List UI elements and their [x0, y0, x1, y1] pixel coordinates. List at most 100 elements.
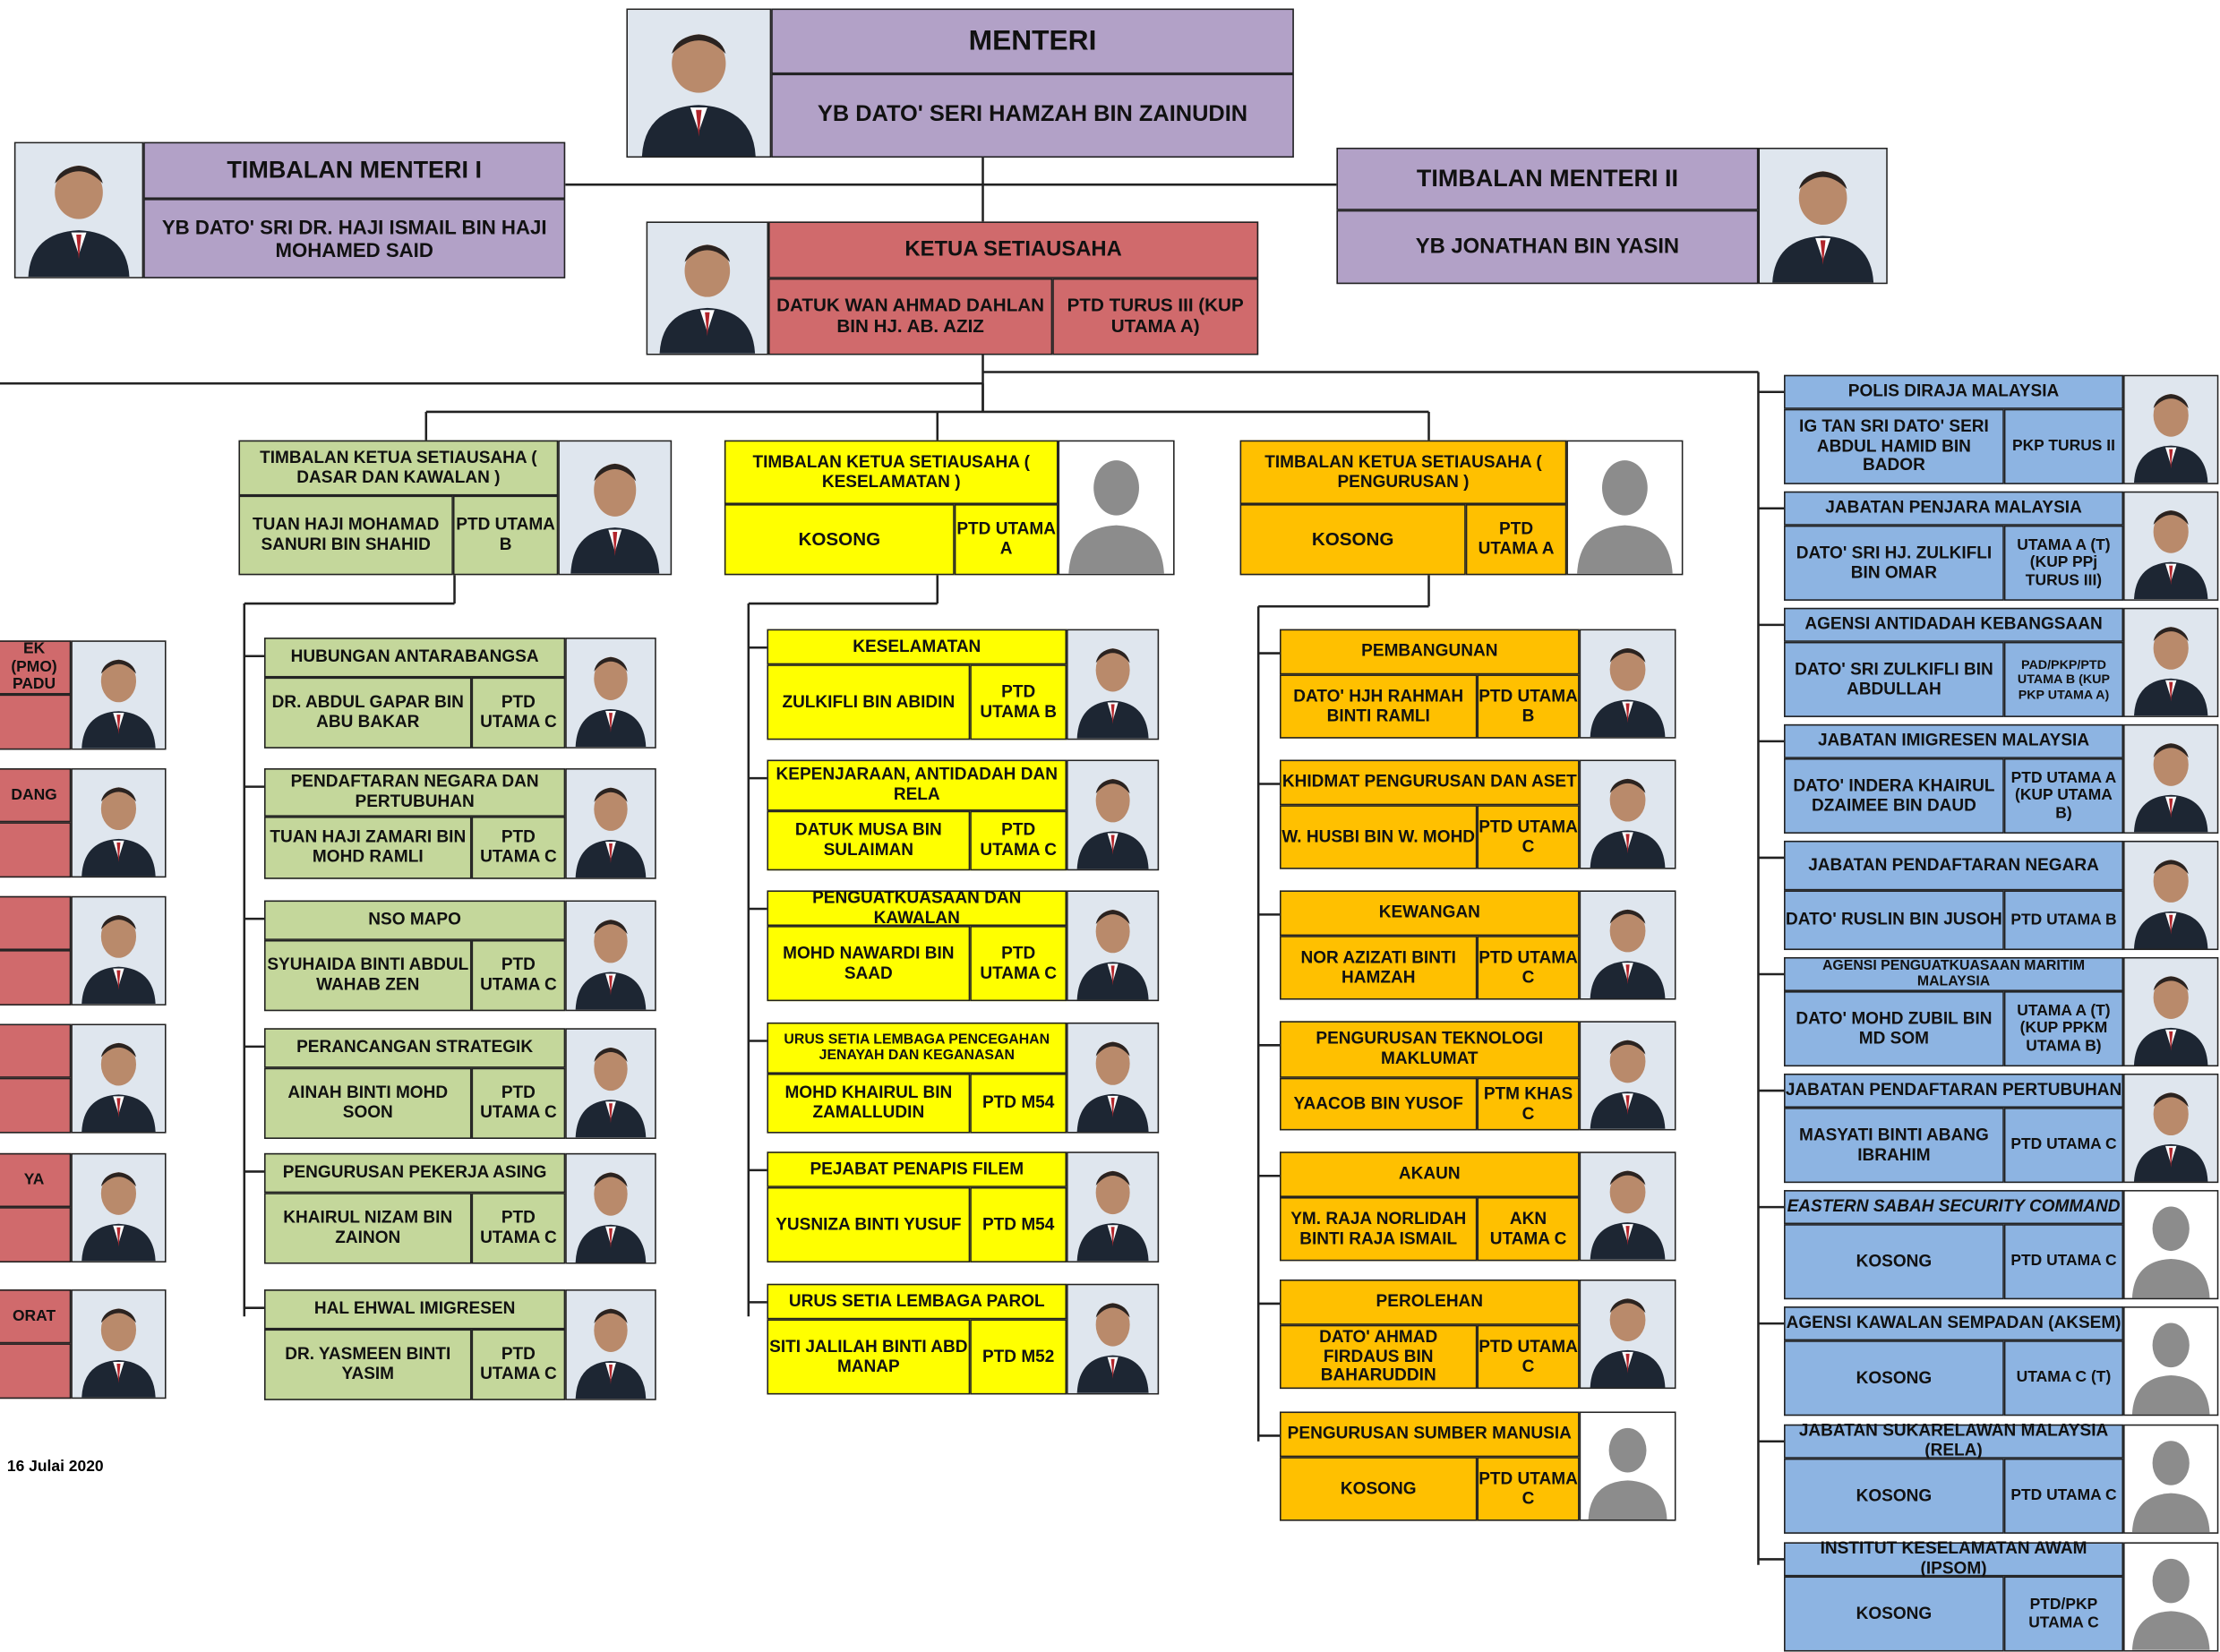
unit-orange-5-grade: AKN UTAMA C [1477, 1196, 1580, 1262]
agency-box-5-name: DATO' RUSLIN BIN JUSOH [1784, 890, 2004, 951]
portrait-photo-icon [2124, 1074, 2217, 1182]
agency-box-11-title: INSTITUT KESELAMATAN AWAM (IPSOM) [1784, 1538, 2124, 1578]
agency-box-7-name: MASYATI BINTI ABANG IBRAHIM [1784, 1108, 2004, 1184]
agency-box-10-title: JABATAN SUKARELAWAN MALAYSIA (RELA) [1784, 1420, 2124, 1459]
left-unit-2-photo [71, 768, 167, 878]
portrait-photo-icon [566, 638, 656, 748]
unit-orange-1-grade: PTD UTAMA B [1477, 674, 1580, 739]
left-unit-1-title: EK (PMO) PADU [0, 640, 72, 695]
unit-yellow-1-photo [1067, 629, 1160, 740]
portrait-photo-icon [72, 1025, 165, 1133]
unit-green-1-grade: PTD UTAMA C [471, 677, 566, 749]
tksu-pengurusan-box-title: TIMBALAN KETUA SETIAUSAHA ( PENGURUSAN ) [1239, 440, 1567, 505]
agency-box-11-name: KOSONG [1784, 1576, 2004, 1652]
unit-yellow-1-grade: PTD UTAMA B [970, 664, 1067, 740]
portrait-photo-icon [559, 441, 671, 574]
agency-box-1-title: POLIS DIRAJA MALAYSIA [1784, 374, 2124, 409]
unit-orange-7-name: KOSONG [1279, 1457, 1478, 1521]
tksu-keselamatan-box-grade: PTD UTAMA A [954, 504, 1059, 576]
unit-yellow-6-name: SITI JALILAH BINTI ABD MANAP [767, 1319, 971, 1395]
unit-green-1-photo [565, 638, 656, 749]
portrait-photo-icon [566, 902, 656, 1010]
unit-orange-2-grade: PTD UTAMA C [1477, 805, 1580, 869]
left-unit-5: YA [0, 1152, 167, 1263]
ksu-box-title: KETUA SETIAUSAHA [768, 221, 1259, 278]
agency-box-4-title: JABATAN IMIGRESEN MALAYSIA [1784, 723, 2124, 758]
tksu-keselamatan-box-photo [1058, 440, 1175, 576]
portrait-photo-icon [2124, 958, 2217, 1066]
left-unit-6-title: ORAT [0, 1289, 72, 1344]
unit-orange-4-photo [1579, 1021, 1676, 1131]
left-unit-3-name [0, 950, 72, 1006]
agency-box-3-title: AGENSI ANTIDADAH KEBANGSAAN [1784, 607, 2124, 642]
deputy-minister-1-box-photo [13, 141, 144, 278]
left-unit-6: ORAT [0, 1289, 167, 1399]
agency-box-9-grade: UTAMA C (T) [2003, 1340, 2124, 1417]
tksu-dasar-box: TIMBALAN KETUA SETIAUSAHA ( DASAR DAN KA… [238, 440, 673, 576]
agency-box-3-name: DATO' SRI ZULKIFLI BIN ABDULLAH [1784, 641, 2004, 717]
portrait-photo-icon [2124, 609, 2217, 716]
left-unit-2-title: DANG [0, 768, 72, 823]
left-unit-4-photo [71, 1023, 167, 1134]
unit-green-2-name: TUAN HAJI ZAMARI BIN MOHD RAMLI [263, 816, 472, 879]
left-unit-5-title: YA [0, 1152, 72, 1208]
tksu-dasar-box-photo [558, 440, 673, 576]
unit-orange-5-name: YM. RAJA NORLIDAH BINTI RAJA ISMAIL [1279, 1196, 1478, 1262]
portrait-photo-icon [15, 143, 142, 278]
unit-orange-6-title: PEROLEHAN [1279, 1279, 1580, 1325]
left-unit-4-title [0, 1023, 72, 1078]
agency-box-8-title: EASTERN SABAH SECURITY COMMAND [1784, 1190, 2124, 1225]
footer-date: 16 Julai 2020 [6, 1458, 104, 1476]
portrait-photo-icon [72, 1154, 165, 1262]
tksu-keselamatan-box-title: TIMBALAN KETUA SETIAUSAHA ( KESELAMATAN … [724, 440, 1059, 505]
agency-box-4-name: DATO' INDERA KHAIRUL DZAIMEE BIN DAUD [1784, 758, 2004, 834]
unit-green-3-photo [565, 900, 656, 1012]
tksu-pengurusan-box-grade: PTD UTAMA A [1465, 504, 1567, 576]
placeholder-avatar-icon [1059, 441, 1174, 574]
unit-yellow-1-title: KESELAMATAN [767, 629, 1067, 665]
portrait-photo-icon [1067, 892, 1158, 1000]
agency-box-7-photo [2123, 1074, 2219, 1184]
left-unit-1-photo [71, 640, 167, 750]
unit-orange-3-title: KEWANGAN [1279, 890, 1580, 937]
placeholder-avatar-icon [2124, 1543, 2217, 1650]
left-unit-4-name [0, 1077, 72, 1134]
agency-box-10-photo [2123, 1424, 2219, 1534]
deputy-minister-2-box-title: TIMBALAN MENTERI II [1336, 147, 1759, 210]
unit-orange-2-photo [1579, 759, 1676, 869]
deputy-minister-1-box-name: YB DATO' SRI DR. HAJI ISMAIL BIN HAJI MO… [143, 199, 566, 278]
unit-yellow-3-title: PENGUATKUASAAN DAN KAWALAN [767, 887, 1067, 927]
unit-orange-7-title: PENGURUSAN SUMBER MANUSIA [1279, 1411, 1580, 1458]
left-unit-3 [0, 895, 167, 1006]
agency-box-4-grade: PTD UTAMA A (KUP UTAMA B) [2003, 758, 2124, 834]
unit-orange-4-name: YAACOB BIN YUSOF [1279, 1077, 1478, 1131]
unit-orange-2-title: KHIDMAT PENGURUSAN DAN ASET [1279, 759, 1580, 806]
placeholder-avatar-icon [1567, 441, 1682, 574]
unit-yellow-2-grade: PTD UTAMA C [970, 810, 1067, 871]
portrait-photo-icon [72, 769, 165, 877]
agency-box-2-title: JABATAN PENJARA MALAYSIA [1784, 491, 2124, 526]
unit-yellow-4-name: MOHD KHAIRUL BIN ZAMALLUDIN [767, 1074, 971, 1134]
unit-orange-5-title: AKAUN [1279, 1151, 1580, 1197]
unit-yellow-4-title: URUS SETIA LEMBAGA PENCEGAHAN JENAYAH DA… [767, 1022, 1067, 1074]
portrait-photo-icon [566, 1290, 656, 1399]
left-unit-3-title [0, 895, 72, 951]
tksu-keselamatan-box: TIMBALAN KETUA SETIAUSAHA ( KESELAMATAN … [724, 440, 1175, 576]
left-unit-6-name [0, 1343, 72, 1399]
portrait-photo-icon [1067, 1285, 1158, 1393]
unit-green-1-title: HUBUNGAN ANTARABANGSA [263, 638, 566, 678]
